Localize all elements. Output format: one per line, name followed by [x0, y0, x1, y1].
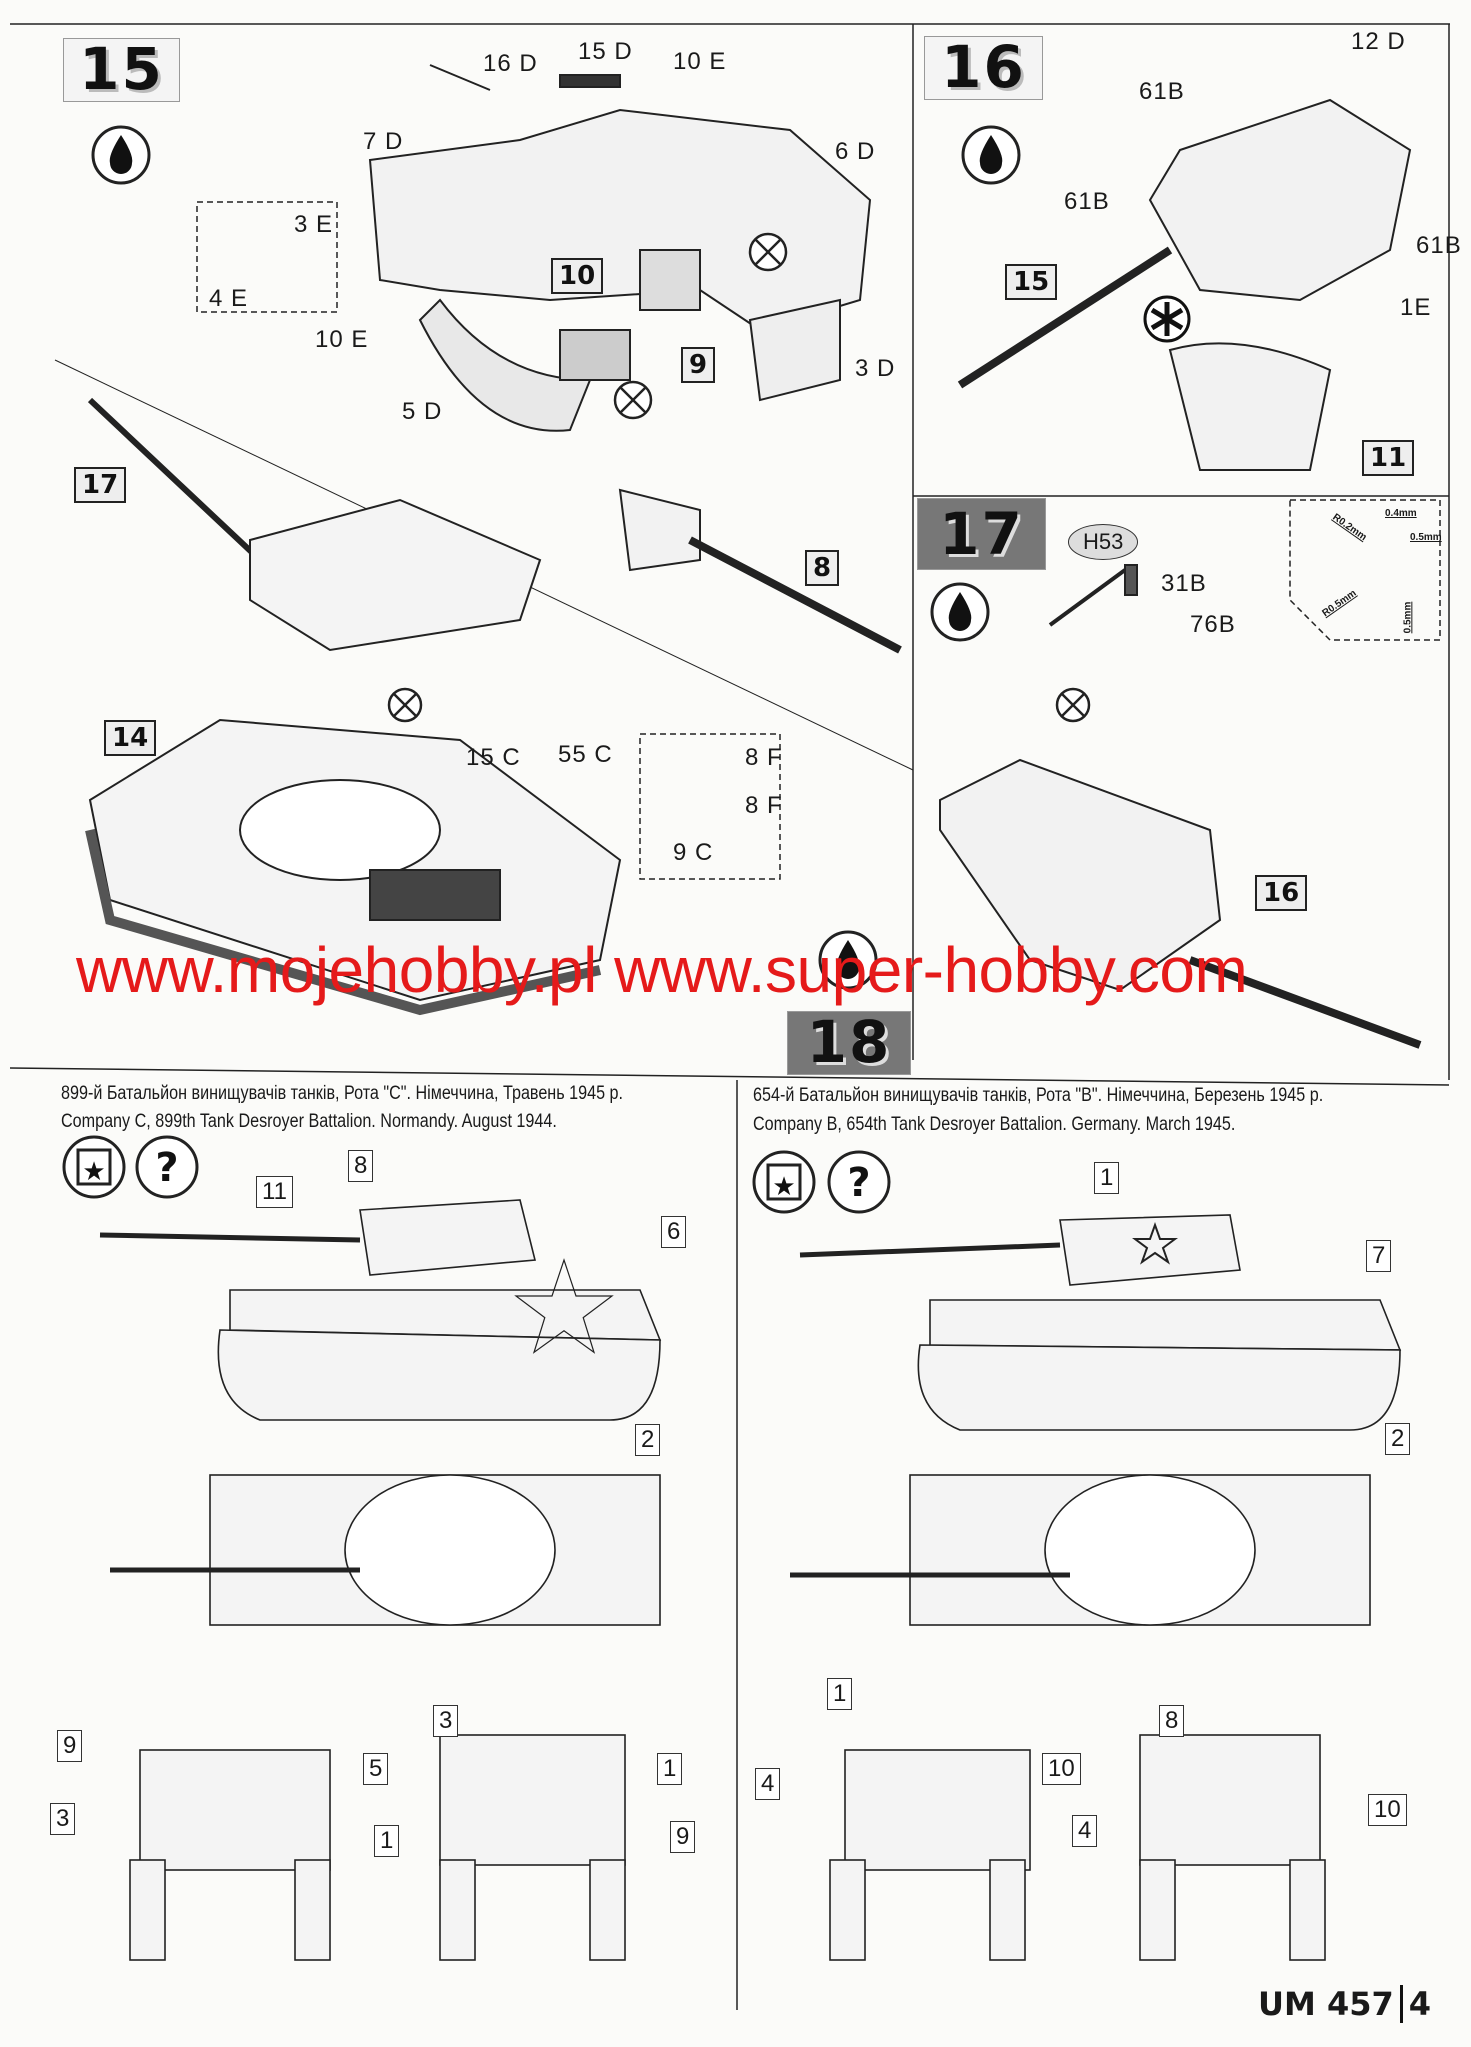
step-16-badge: 16 [924, 36, 1043, 100]
scheme-divider-horizontal [9, 1067, 1450, 1086]
tank-hull-drawing [85, 498, 622, 1016]
part-label: 5 D [402, 398, 443, 425]
part-label: 6 D [835, 138, 876, 165]
part-label: 12 D [1351, 28, 1406, 55]
part-label: 15 D [578, 38, 633, 65]
substep-ref: 14 [104, 720, 157, 756]
part-label: 16 D [483, 50, 538, 77]
marking-profiles-left [99, 1199, 662, 1961]
marking-profiles-right [790, 1214, 1402, 1961]
decal-callout: 1 [1094, 1162, 1120, 1194]
substep-ref: 10 [551, 258, 604, 294]
part-label: 1E [1400, 294, 1432, 321]
part-label: 61B [1064, 188, 1110, 215]
stars [514, 1222, 1178, 1354]
step15-turret-drawing [368, 64, 872, 432]
step17-turret-drawing [939, 564, 1422, 1049]
detail-box-3e-4e [196, 201, 338, 313]
decal-callout: 9 [670, 1821, 696, 1853]
substep-ref: 8 [805, 550, 840, 586]
decal-callout: 9 [57, 1730, 83, 1762]
star-glyph: ★ [772, 1172, 795, 1202]
substep-ref: 16 [1255, 875, 1308, 911]
step16-turret-drawing [957, 98, 1412, 471]
part-label: 55 C [558, 741, 613, 768]
detail-box-8f-9c [639, 733, 781, 880]
watermark-text: www.mojehobby.pl www.super-hobby.com [76, 934, 1248, 1006]
star-glyph: ★ [82, 1157, 105, 1187]
decal-star-icon [62, 1135, 816, 1214]
paint-drop-icon [961, 125, 1021, 185]
decal-callout: 1 [827, 1678, 853, 1710]
decal-callout: 11 [256, 1176, 293, 1208]
decal-callout: 8 [1159, 1705, 1185, 1737]
part-label: 15 C [466, 744, 521, 771]
substep-ref: 15 [1005, 264, 1058, 300]
decal-callout: 4 [755, 1768, 781, 1800]
step-17-badge: 17 [917, 498, 1046, 570]
part-label: 4 E [209, 285, 249, 312]
decal-callout: 1 [374, 1825, 400, 1857]
question-mark: ? [847, 1160, 870, 1206]
decal-callout: 6 [661, 1216, 687, 1248]
page-number: 4 [1399, 1985, 1432, 2023]
decal-callout: 1 [657, 1753, 683, 1785]
decal-callout: 3 [50, 1803, 76, 1835]
paint-drop-icon [930, 582, 990, 642]
substep-ref: 9 [681, 347, 716, 383]
paint-code: H53 [1068, 524, 1139, 560]
part-label: 7 D [363, 128, 404, 155]
detail-box-measurements [1289, 499, 1441, 641]
decal-callout: 2 [1385, 1423, 1411, 1455]
part-label: 3 D [855, 355, 896, 382]
asterisk-icon [1143, 295, 1191, 343]
star-marking [514, 1258, 614, 1354]
decal-callout: 3 [433, 1705, 459, 1737]
substep-ref: 11 [1362, 440, 1415, 476]
part-label: 10 E [673, 48, 727, 75]
star-marking [1132, 1222, 1178, 1265]
scheme-caption-en: Company B, 654th Tank Desroyer Battalion… [753, 1114, 1236, 1135]
measurement: 0.4mm [1385, 508, 1417, 519]
product-code: UM 457 [1258, 1985, 1394, 2023]
part-label: 10 E [315, 326, 369, 353]
substep-ref: 17 [74, 467, 127, 503]
question-mark: ? [155, 1145, 178, 1191]
decal-callout: 2 [635, 1424, 661, 1456]
part-label: 31B [1161, 570, 1207, 597]
part-label: 76B [1190, 611, 1236, 638]
decal-callout: 8 [348, 1150, 374, 1182]
no-glue-icon [387, 232, 1091, 723]
part-label: 61B [1416, 232, 1462, 259]
part-label: 8 F [745, 792, 783, 819]
part-label: 61B [1139, 78, 1185, 105]
part-label: 9 C [673, 839, 714, 866]
decal-callout: 10 [1368, 1794, 1407, 1826]
scheme-caption-en: Company C, 899th Tank Desroyer Battalion… [61, 1111, 557, 1132]
measurement: 0.5mm [1402, 601, 1414, 634]
paint-drop-icon [91, 125, 151, 185]
decal-callout: 7 [1366, 1240, 1392, 1272]
step-15-badge: 15 [63, 38, 180, 102]
question-icon [135, 1135, 891, 1214]
decal-callout: 4 [1072, 1815, 1098, 1847]
decal-callout: 10 [1042, 1753, 1081, 1785]
part-label: 3 E [294, 211, 334, 238]
gun-barrel-drawing [87, 397, 902, 654]
paint-drop-icon [818, 930, 878, 990]
decal-callout: 5 [363, 1753, 389, 1785]
scheme-caption-ua: 899-й Батальйон винищувачів танків, Рота… [61, 1083, 624, 1104]
scheme-caption-ua: 654-й Батальйон винищувачів танків, Рота… [753, 1085, 1324, 1106]
part-label: 8 F [745, 744, 783, 771]
step-18-badge: 18 [787, 1011, 911, 1075]
measurement: 0.5mm [1410, 532, 1442, 543]
